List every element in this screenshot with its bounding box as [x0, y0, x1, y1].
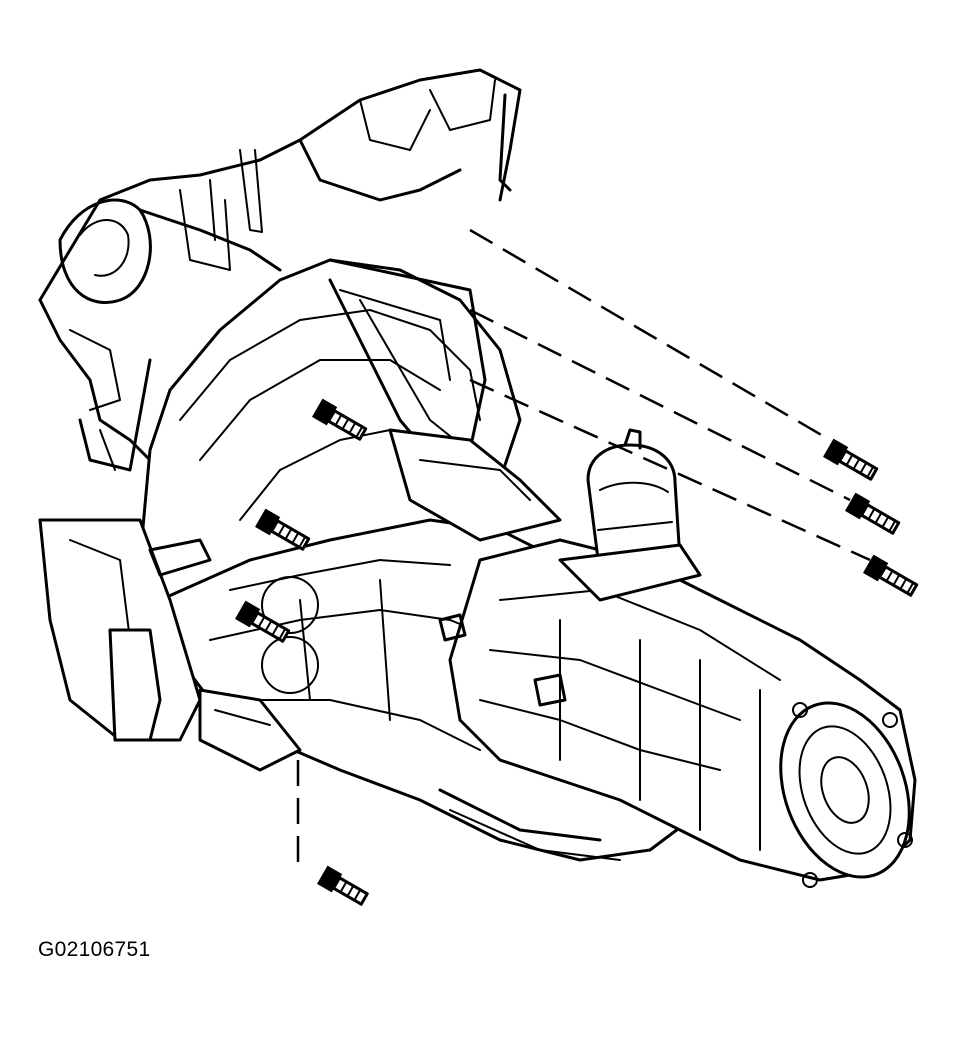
- bolt-bell-housing-middle: [254, 508, 311, 551]
- alignment-lines: [296, 228, 871, 870]
- engine-background: [38, 68, 522, 472]
- bolt-crossmember-2: [844, 492, 901, 535]
- bolt-bell-housing-lower: [234, 600, 291, 643]
- bolt-mount-lower: [316, 865, 369, 906]
- figure-code: G02106751: [38, 938, 151, 961]
- transmission-case: [38, 258, 917, 888]
- bolt-bell-housing-upper: [311, 398, 368, 441]
- bolt-crossmember-3: [862, 554, 919, 597]
- bolt-crossmember-1: [822, 438, 879, 481]
